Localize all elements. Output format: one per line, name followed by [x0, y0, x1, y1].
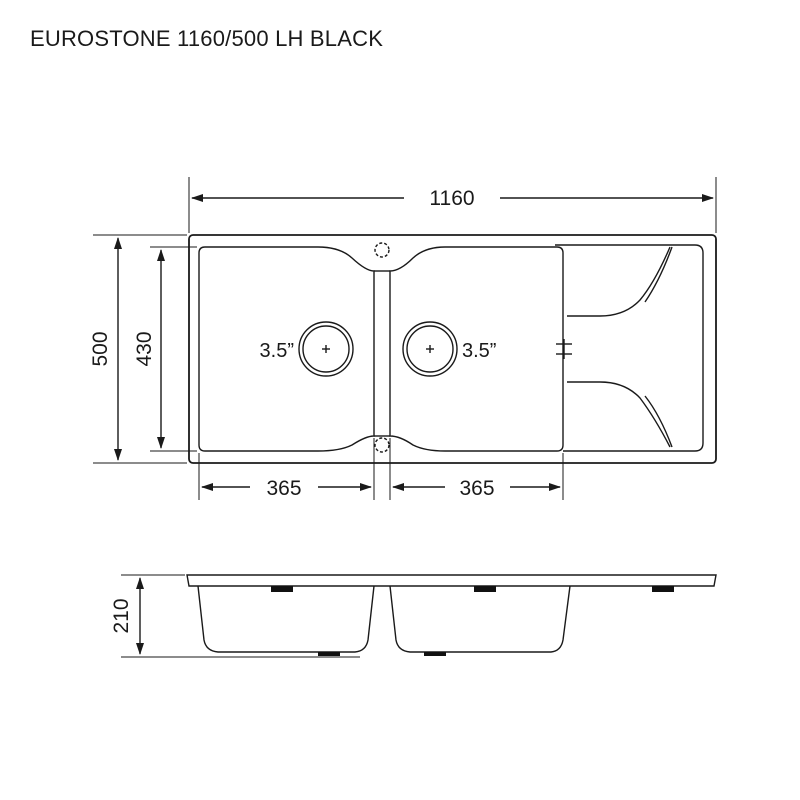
dim-210-label: 210 [110, 598, 133, 633]
overflow-hole-top [374, 242, 390, 258]
dim-500-label: 500 [89, 331, 112, 366]
clip-left [271, 586, 293, 592]
left-waste-size-label: 3.5” [260, 340, 294, 362]
waste-outlet-right [424, 652, 446, 656]
right-waste-size-label: 3.5” [462, 340, 496, 362]
product-title: EUROSTONE 1160/500 LH BLACK [30, 26, 384, 51]
dim-1160-label: 1160 [429, 187, 474, 210]
dim-365-right-label: 365 [459, 477, 494, 500]
overflow-hole-bottom [374, 437, 390, 453]
sink-side-view [186, 574, 717, 653]
left-waste [298, 321, 354, 377]
waste-outlet-left [318, 652, 340, 656]
clip-right [652, 586, 674, 592]
dim-365-left-label: 365 [266, 477, 301, 500]
left-bowl [198, 246, 375, 452]
dim-430-label: 430 [133, 331, 156, 366]
right-waste [402, 321, 458, 377]
drainer [555, 244, 704, 452]
tap-hole-marker [556, 339, 572, 359]
right-bowl [389, 246, 564, 452]
sink-outline [188, 234, 717, 464]
clip-middle [474, 586, 496, 592]
